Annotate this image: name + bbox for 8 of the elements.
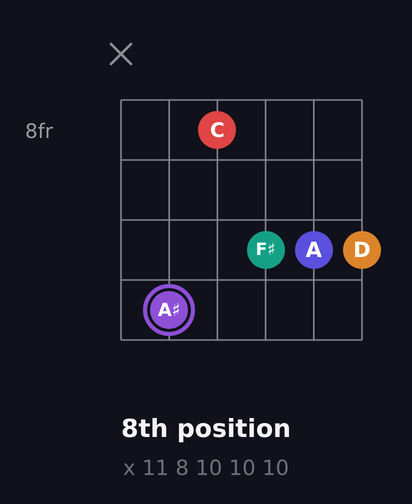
chord-title: 8th position — [121, 414, 291, 443]
note-dot: D — [343, 231, 381, 269]
note-dot: C — [198, 111, 236, 149]
root-note-dot: A♯ — [143, 284, 196, 336]
note-dot: A — [294, 231, 333, 269]
note-dot: F♯ — [246, 231, 285, 269]
fingering-text: x 11 8 10 10 10 — [122, 456, 290, 480]
fret-number: 8fr — [25, 119, 53, 143]
